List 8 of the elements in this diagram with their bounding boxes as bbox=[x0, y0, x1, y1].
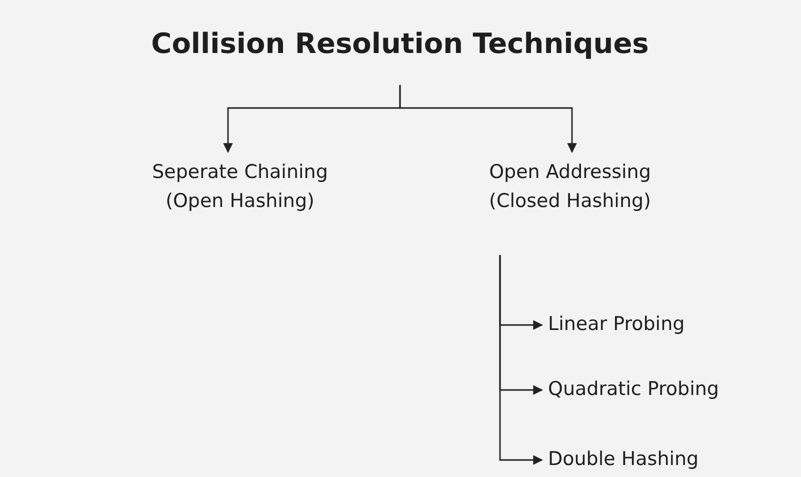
category-label: Open Addressing (Closed Hashing) bbox=[488, 160, 652, 214]
technique-label: Linear Probing bbox=[548, 312, 685, 337]
connector-arrow bbox=[499, 255, 543, 465]
heading-text: Collision Resolution Techniques bbox=[151, 26, 649, 62]
technique-label: Quadratic Probing bbox=[548, 377, 719, 402]
technique-label: Double Hashing bbox=[548, 447, 699, 472]
connector-arrow bbox=[399, 85, 577, 153]
category-label: Seperate Chaining (Open Hashing) bbox=[151, 160, 329, 214]
